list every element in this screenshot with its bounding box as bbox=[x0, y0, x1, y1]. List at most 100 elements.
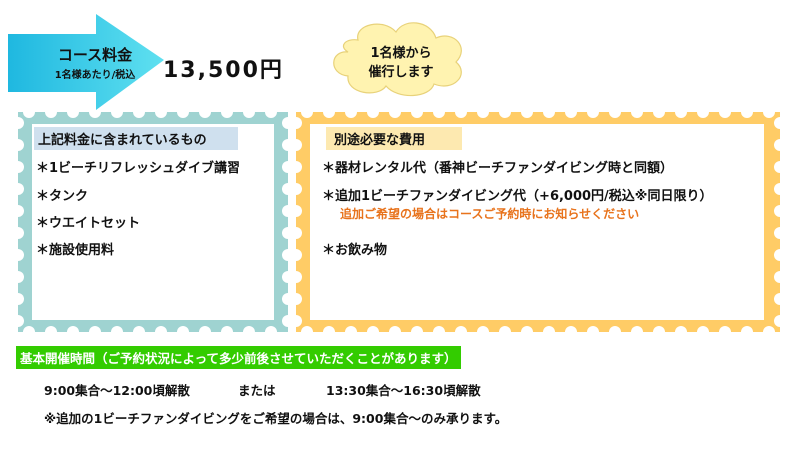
schedule-slot-2: 13:30集合〜16:30頃解散 bbox=[326, 383, 481, 398]
included-title: 上記料金に含まれているもの bbox=[34, 127, 238, 150]
perforation bbox=[18, 227, 24, 239]
perforation bbox=[18, 117, 24, 129]
perforation bbox=[345, 326, 357, 332]
perforation bbox=[18, 293, 24, 305]
perforation bbox=[763, 326, 775, 332]
perforation bbox=[433, 112, 445, 118]
perforation bbox=[675, 112, 687, 118]
perforation bbox=[177, 326, 189, 332]
perforation bbox=[296, 205, 302, 217]
extra-cost-item: ＊器材レンタル代（番神ビーチファンダイビング時と同額） bbox=[322, 161, 674, 176]
perforation bbox=[296, 249, 302, 261]
perforation bbox=[774, 227, 780, 239]
perforation bbox=[282, 161, 288, 173]
perforation bbox=[265, 326, 277, 332]
included-item: ＊ウエイトセット bbox=[36, 216, 141, 231]
perforation bbox=[455, 112, 467, 118]
perforation bbox=[477, 112, 489, 118]
perforation bbox=[18, 271, 24, 283]
perforation bbox=[565, 326, 577, 332]
perforation bbox=[741, 112, 753, 118]
perforation bbox=[89, 326, 101, 332]
perforation bbox=[323, 326, 335, 332]
perforation bbox=[609, 112, 621, 118]
perforation bbox=[433, 326, 445, 332]
perforation bbox=[296, 117, 302, 129]
perforation bbox=[774, 315, 780, 327]
perforation bbox=[18, 183, 24, 195]
perforation bbox=[282, 293, 288, 305]
perforation bbox=[133, 112, 145, 118]
perforation bbox=[587, 112, 599, 118]
schedule-header: 基本開催時間（ご予約状況によって多少前後させていただくことがあります） bbox=[16, 346, 461, 369]
perforation bbox=[367, 112, 379, 118]
perforation bbox=[763, 112, 775, 118]
included-item: ＊1ビーチリフレッシュダイブ講習 bbox=[36, 161, 241, 176]
perforation bbox=[631, 112, 643, 118]
perforation bbox=[18, 139, 24, 151]
perforation bbox=[23, 112, 35, 118]
perforation bbox=[301, 326, 313, 332]
perforation bbox=[345, 112, 357, 118]
extra-cost-note: 追加ご希望の場合はコースご予約時にお知らせください bbox=[340, 207, 640, 221]
perforation bbox=[296, 183, 302, 195]
perforation bbox=[477, 326, 489, 332]
perforation bbox=[323, 112, 335, 118]
perforation bbox=[282, 249, 288, 261]
perforation bbox=[282, 315, 288, 327]
perforation bbox=[521, 112, 533, 118]
extra-cost-item: ＊お飲み物 bbox=[322, 243, 388, 258]
extra-cost-item: ＊追加1ビーチファンダイビング代（+6,000円/税込※同日限り） bbox=[322, 189, 713, 204]
perforation bbox=[389, 326, 401, 332]
perforation bbox=[774, 249, 780, 261]
perforation bbox=[675, 326, 687, 332]
perforation bbox=[774, 293, 780, 305]
perforation bbox=[697, 112, 709, 118]
course-price: 13,500円 bbox=[163, 58, 284, 83]
perforation bbox=[282, 139, 288, 151]
perforation bbox=[18, 205, 24, 217]
perforation bbox=[282, 205, 288, 217]
perforation bbox=[543, 326, 555, 332]
perforation bbox=[111, 326, 123, 332]
perforation bbox=[653, 326, 665, 332]
perforation bbox=[133, 326, 145, 332]
perforation bbox=[282, 117, 288, 129]
perforation bbox=[411, 326, 423, 332]
perforation bbox=[45, 326, 57, 332]
cloud-line-2: 催行します bbox=[368, 65, 434, 80]
perforation bbox=[265, 112, 277, 118]
perforation bbox=[199, 326, 211, 332]
perforation bbox=[774, 139, 780, 151]
course-fee-title: コース料金 bbox=[57, 46, 133, 64]
perforation bbox=[296, 271, 302, 283]
perforation bbox=[653, 112, 665, 118]
perforation bbox=[155, 112, 167, 118]
perforation bbox=[774, 205, 780, 217]
perforation bbox=[296, 293, 302, 305]
perforation bbox=[282, 227, 288, 239]
perforation bbox=[543, 112, 555, 118]
extra-costs-title: 別途必要な費用 bbox=[326, 127, 462, 150]
perforation bbox=[719, 326, 731, 332]
perforation bbox=[18, 315, 24, 327]
arrow-shape bbox=[8, 14, 164, 110]
perforation bbox=[367, 326, 379, 332]
perforation bbox=[741, 326, 753, 332]
perforation bbox=[774, 271, 780, 283]
perforation bbox=[155, 326, 167, 332]
perforation bbox=[301, 112, 313, 118]
perforation bbox=[296, 315, 302, 327]
perforation bbox=[243, 326, 255, 332]
perforation bbox=[774, 161, 780, 173]
perforation bbox=[199, 112, 211, 118]
perforation bbox=[67, 112, 79, 118]
perforation bbox=[296, 139, 302, 151]
course-fee-subtitle: 1名様あたり/税込 bbox=[54, 70, 136, 81]
included-item: ＊タンク bbox=[36, 189, 89, 204]
perforation bbox=[111, 112, 123, 118]
schedule-slot-1: 9:00集合〜12:00頃解散 bbox=[44, 383, 190, 398]
perforation bbox=[23, 326, 35, 332]
perforation bbox=[282, 183, 288, 195]
perforation bbox=[455, 326, 467, 332]
